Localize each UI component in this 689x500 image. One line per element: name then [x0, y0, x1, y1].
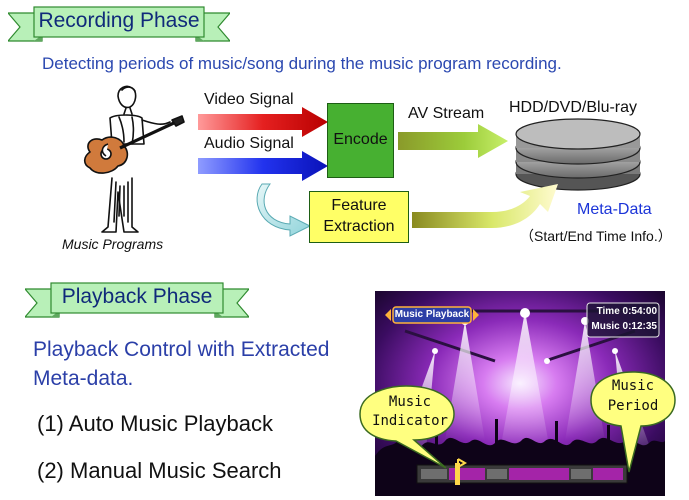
audio-signal-arrow	[198, 151, 328, 181]
music-playback-tag: Music Playback	[394, 309, 470, 320]
meta-data-info: （Start/End Time Info.）	[520, 228, 672, 244]
video-signal-arrow	[198, 107, 328, 137]
time-readout: Time 0:54:00	[596, 306, 657, 317]
manual-music-search-item: (2) Manual Music Search	[37, 458, 282, 483]
encode-box	[327, 103, 394, 178]
music-readout: Music 0:12:35	[591, 321, 657, 332]
music-indicator-line2: Indicator	[372, 413, 448, 429]
curved-arrow-to-feature	[256, 183, 312, 237]
recording-banner	[8, 6, 230, 42]
av-stream-arrow	[398, 124, 508, 158]
playback-control-line2: Meta-data.	[33, 367, 134, 390]
music-period-line1: Music	[611, 378, 655, 394]
disk-stack-icon	[515, 118, 641, 191]
recording-subtitle: Detecting periods of music/song during t…	[42, 54, 562, 73]
feature-extraction-line1: Feature	[331, 197, 387, 214]
playback-control-line1: Playback Control with Extracted	[33, 338, 330, 361]
encode-label: Encode	[333, 131, 388, 148]
music-period-line2: Period	[607, 398, 659, 414]
av-stream-label: AV Stream	[408, 105, 485, 122]
playback-banner-label: Playback Phase	[61, 285, 213, 308]
playback-banner	[25, 282, 249, 318]
music-period-callout	[590, 371, 676, 473]
audio-signal-label: Audio Signal	[204, 135, 294, 152]
feature-extraction-line2: Extraction	[323, 218, 395, 235]
storage-label: HDD/DVD/Blu-ray	[509, 99, 638, 116]
music-indicator-line1: Music	[388, 394, 432, 410]
meta-data-label: Meta-Data	[577, 201, 652, 218]
meta-data-arrow	[412, 184, 558, 228]
music-indicator-callout	[359, 385, 455, 469]
feature-extraction-box	[309, 191, 409, 243]
guitarist-illustration	[83, 85, 185, 233]
video-signal-label: Video Signal	[204, 91, 294, 108]
auto-music-playback-item: (1) Auto Music Playback	[37, 411, 273, 436]
recording-banner-label: Recording Phase	[38, 9, 200, 32]
music-programs-label: Music Programs	[62, 236, 164, 252]
